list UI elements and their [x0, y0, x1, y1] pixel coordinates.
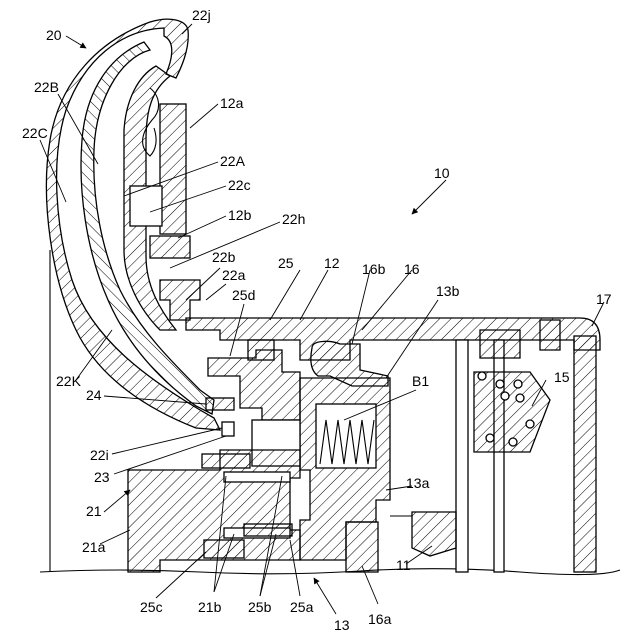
notch-right — [540, 320, 560, 350]
hook-24 — [206, 398, 234, 410]
label-13a: 13a — [406, 475, 430, 491]
bottom-break-line — [40, 569, 620, 575]
label-13b: 13b — [436, 283, 460, 299]
label-20: 20 — [46, 27, 62, 43]
step-22a — [160, 280, 200, 320]
label-16b: 16b — [362, 261, 386, 277]
label-24: 24 — [86, 387, 102, 403]
label-22B: 22B — [34, 79, 59, 95]
piece-23 — [222, 422, 234, 436]
piece-12b — [150, 236, 190, 258]
notch-mid — [480, 330, 520, 358]
pin-15g — [486, 434, 494, 442]
pin-15e — [516, 394, 524, 402]
pin-15a — [478, 372, 486, 380]
pin-15f — [526, 420, 534, 428]
label-22C: 22C — [22, 125, 48, 141]
label-22A: 22A — [220, 153, 246, 169]
label-23: 23 — [94, 469, 110, 485]
hole-21b-upper — [224, 472, 290, 482]
label-16: 16 — [404, 261, 420, 277]
pin-15h — [509, 438, 517, 446]
label-22h: 22h — [282, 211, 305, 227]
tab-16a — [346, 522, 378, 572]
plate-12a — [160, 104, 186, 234]
label-15: 15 — [554, 369, 570, 385]
label-17: 17 — [596, 291, 612, 307]
label-12b: 12b — [228, 207, 252, 223]
label-22b: 22b — [212, 249, 236, 265]
label-25b: 25b — [248, 599, 272, 615]
label-12a: 12a — [220, 95, 244, 111]
part-25a — [244, 524, 292, 536]
label-B1: B1 — [412, 373, 429, 389]
part-25a-upper — [202, 454, 250, 468]
label-22c: 22c — [228, 177, 251, 193]
label-25: 25 — [278, 255, 294, 271]
label-25c: 25c — [140, 599, 163, 615]
label-22i: 22i — [90, 447, 109, 463]
pin-15c — [514, 380, 522, 388]
label-11: 11 — [396, 557, 411, 573]
label-10: 10 — [434, 165, 450, 181]
part-25c — [204, 540, 244, 558]
switch-11 — [412, 512, 456, 556]
label-12: 12 — [324, 255, 340, 271]
label-16a: 16a — [368, 611, 392, 627]
label-13: 13 — [334, 617, 350, 633]
pin-25d — [248, 340, 274, 360]
label-22j: 22j — [192, 7, 211, 23]
label-25d: 25d — [232, 287, 255, 303]
label-21: 21 — [86, 503, 102, 519]
wall-17 — [574, 336, 596, 572]
pin-15b — [496, 380, 504, 388]
pin-15d — [501, 392, 509, 400]
inner-wall — [456, 340, 468, 572]
label-21b: 21b — [198, 599, 222, 615]
label-25a: 25a — [290, 599, 314, 615]
label-22K: 22K — [56, 373, 82, 389]
label-22a: 22a — [222, 267, 246, 283]
label-21a: 21a — [82, 539, 106, 555]
